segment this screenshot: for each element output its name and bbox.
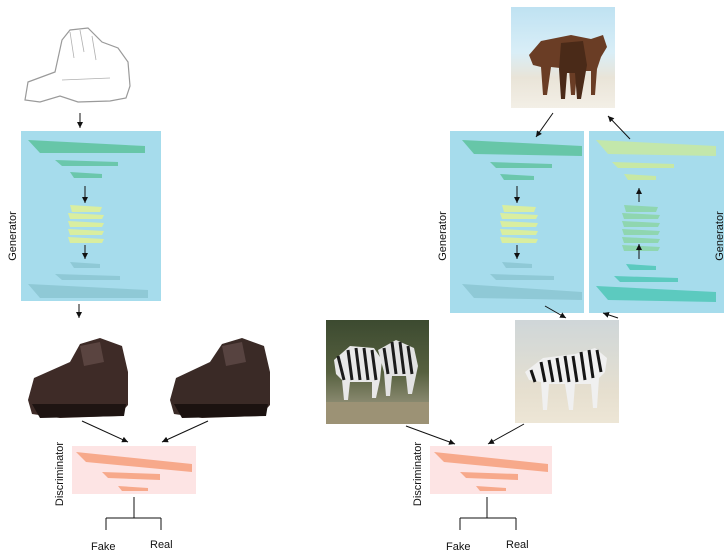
right-output-fake: Fake: [446, 541, 470, 553]
right-output-real: Real: [506, 539, 529, 551]
